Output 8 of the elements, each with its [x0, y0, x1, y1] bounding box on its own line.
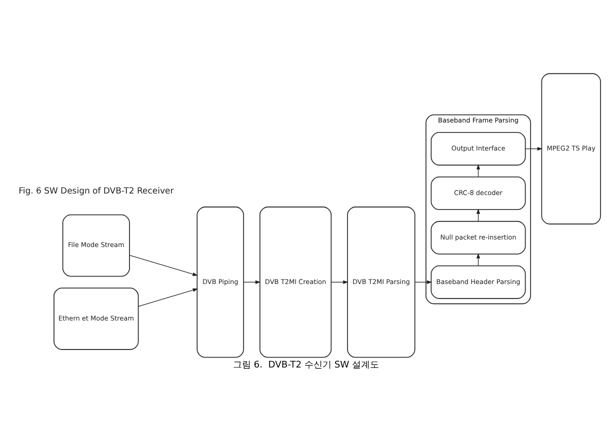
arrow — [138, 288, 198, 307]
arrow — [414, 280, 432, 284]
arrow — [525, 146, 543, 151]
label: Fig. 6 SW Design of DVB-T2 Receiver — [18, 186, 174, 197]
arrow — [330, 280, 348, 284]
arrow — [129, 255, 198, 276]
arrow — [243, 280, 261, 284]
caption: 그림 6. DVB-T2 수신기 SW 설계도 — [232, 360, 380, 370]
